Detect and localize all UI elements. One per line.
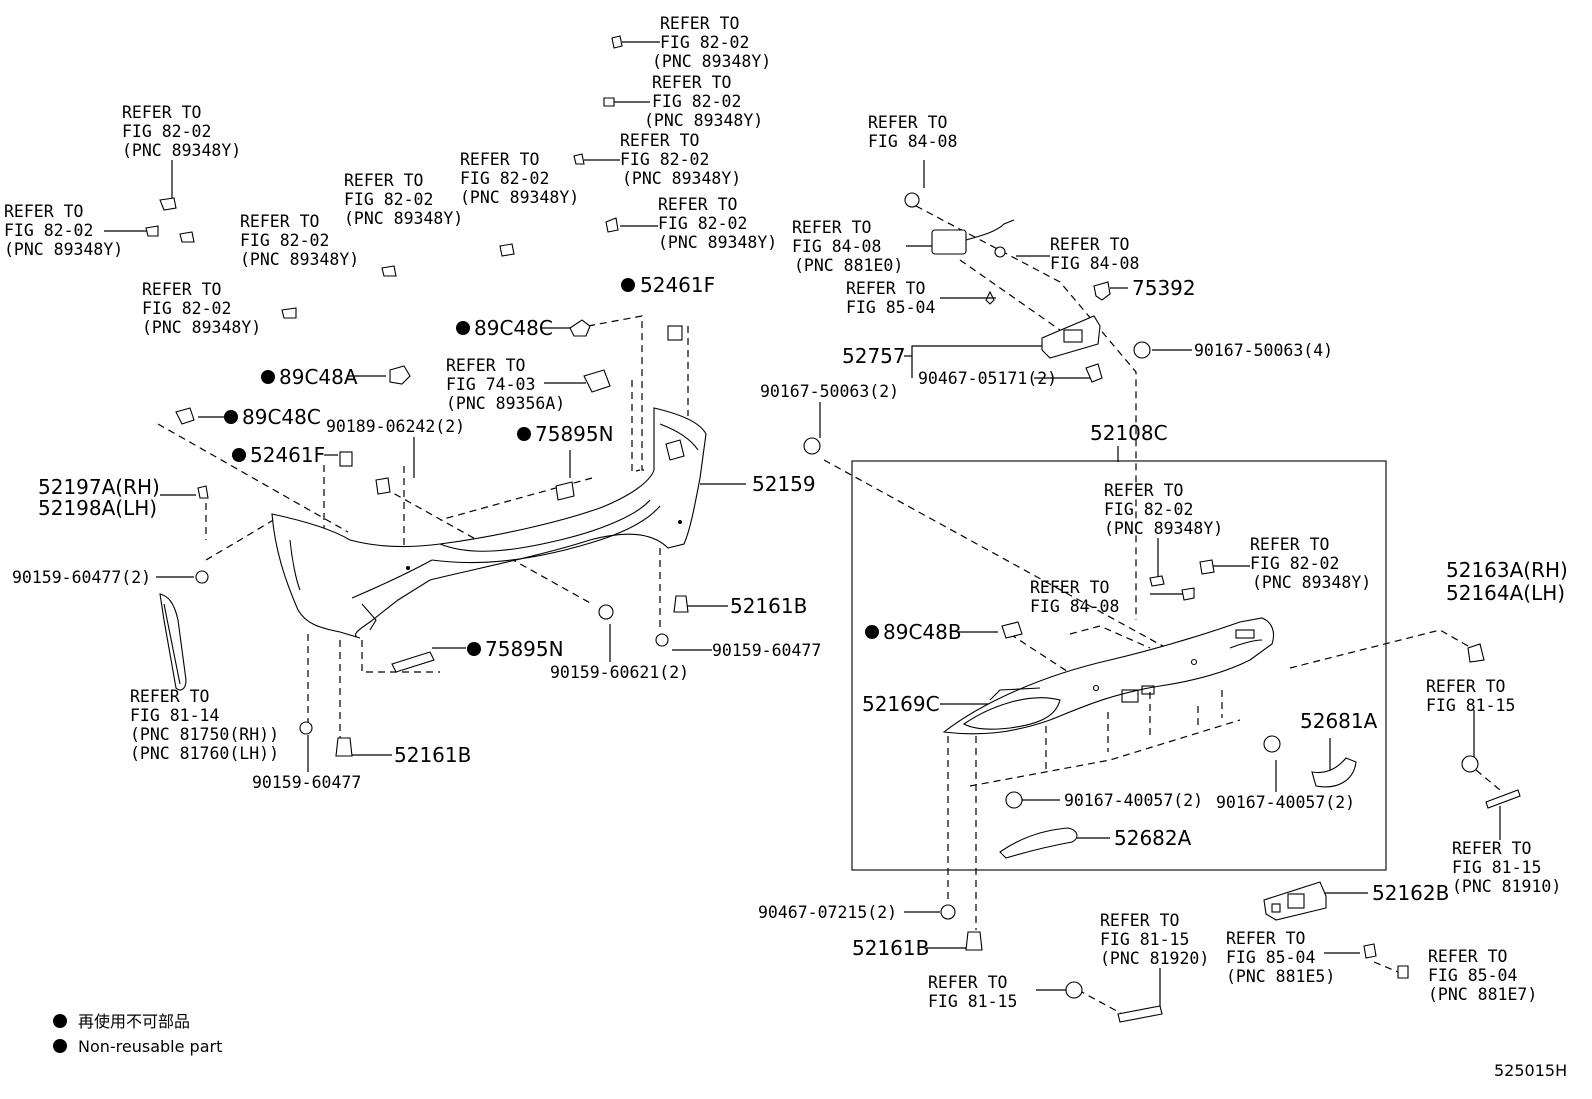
non-reusable-dot (224, 410, 238, 424)
small-parts (145, 35, 1521, 1023)
label-52681A: 52681A (1300, 709, 1378, 733)
label-75392: 75392 (1132, 276, 1196, 300)
label-89C48C-a: 89C48C (474, 316, 553, 340)
label-75895N-a: 75895N (535, 422, 614, 446)
label-52162B: 52162B (1372, 881, 1449, 905)
label-52161B-b: 52161B (394, 743, 471, 767)
legend-dot-jp (53, 1014, 67, 1028)
legend-dot-en (53, 1039, 67, 1053)
label-52161B-c: 52161B (852, 936, 929, 960)
bumper-cover-52159 (271, 407, 707, 639)
reflector-52162B (1263, 881, 1327, 921)
non-reusable-dot (467, 642, 481, 656)
label-52461F-b: 52461F (250, 443, 325, 467)
label-52682A: 52682A (1114, 826, 1192, 850)
label-89C48A: 89C48A (279, 365, 358, 389)
label-90167-50063-4: 90167-50063(4) (1194, 341, 1333, 360)
label-52161B-a: 52161B (730, 594, 807, 618)
non-reusable-dot (517, 427, 531, 441)
bracket-52757 (904, 192, 1111, 383)
label-52461F-a: 52461F (640, 273, 715, 297)
fastener-labels: 90189-06242(2) 90159-60477(2) 90159-6047… (12, 341, 1355, 922)
non-reusable-dot (456, 321, 470, 335)
label-90159-60477-c: 90159-60477 (252, 773, 361, 792)
label-90159-60477-b: 90159-60477 (712, 641, 821, 660)
retainer-52108C-group (851, 460, 1387, 871)
label-52757: 52757 (842, 344, 906, 368)
legend-en: Non-reusable part (78, 1037, 222, 1056)
label-90167-50063-2: 90167-50063(2) (760, 382, 899, 401)
non-reusable-dot (261, 370, 275, 384)
label-52164A: 52164A(LH) (1446, 581, 1565, 605)
reflector-strip (159, 593, 187, 691)
legend: 再使用不可部品 Non-reusable part (53, 1012, 222, 1056)
label-90159-60621: 90159-60621(2) (550, 663, 689, 682)
label-52163A: 52163A(RH) (1446, 558, 1568, 582)
label-90159-60477-a: 90159-60477(2) (12, 568, 151, 587)
non-reusable-dot (865, 625, 879, 639)
label-52159: 52159 (752, 472, 816, 496)
label-52198A: 52198A(LH) (38, 496, 157, 520)
label-90189-06242: 90189-06242(2) (326, 417, 465, 436)
label-89C48C-b: 89C48C (242, 405, 321, 429)
label-90467-05171: 90467-05171(2) (918, 369, 1057, 388)
label-90167-40057-b: 90167-40057(2) (1216, 793, 1355, 812)
garnish-75895N (391, 481, 575, 673)
non-reusable-dot (232, 448, 246, 462)
label-52169C: 52169C (862, 692, 940, 716)
label-90167-40057-a: 90167-40057(2) (1064, 791, 1203, 810)
part-labels: 52461F 89C48C 89C48A 89C48C 52461F 75895… (38, 273, 1568, 960)
label-89C48B: 89C48B (883, 620, 962, 644)
label-75895N-b: 75895N (485, 637, 564, 661)
diagram-id: 525015H (1494, 1061, 1567, 1080)
legend-jp: 再使用不可部品 (78, 1012, 190, 1031)
non-reusable-dot (621, 278, 635, 292)
leader-lines (104, 41, 1501, 1010)
label-52108C: 52108C (1090, 421, 1168, 445)
label-52197A: 52197A(RH) (38, 475, 160, 499)
label-90467-07215: 90467-07215(2) (758, 903, 897, 922)
